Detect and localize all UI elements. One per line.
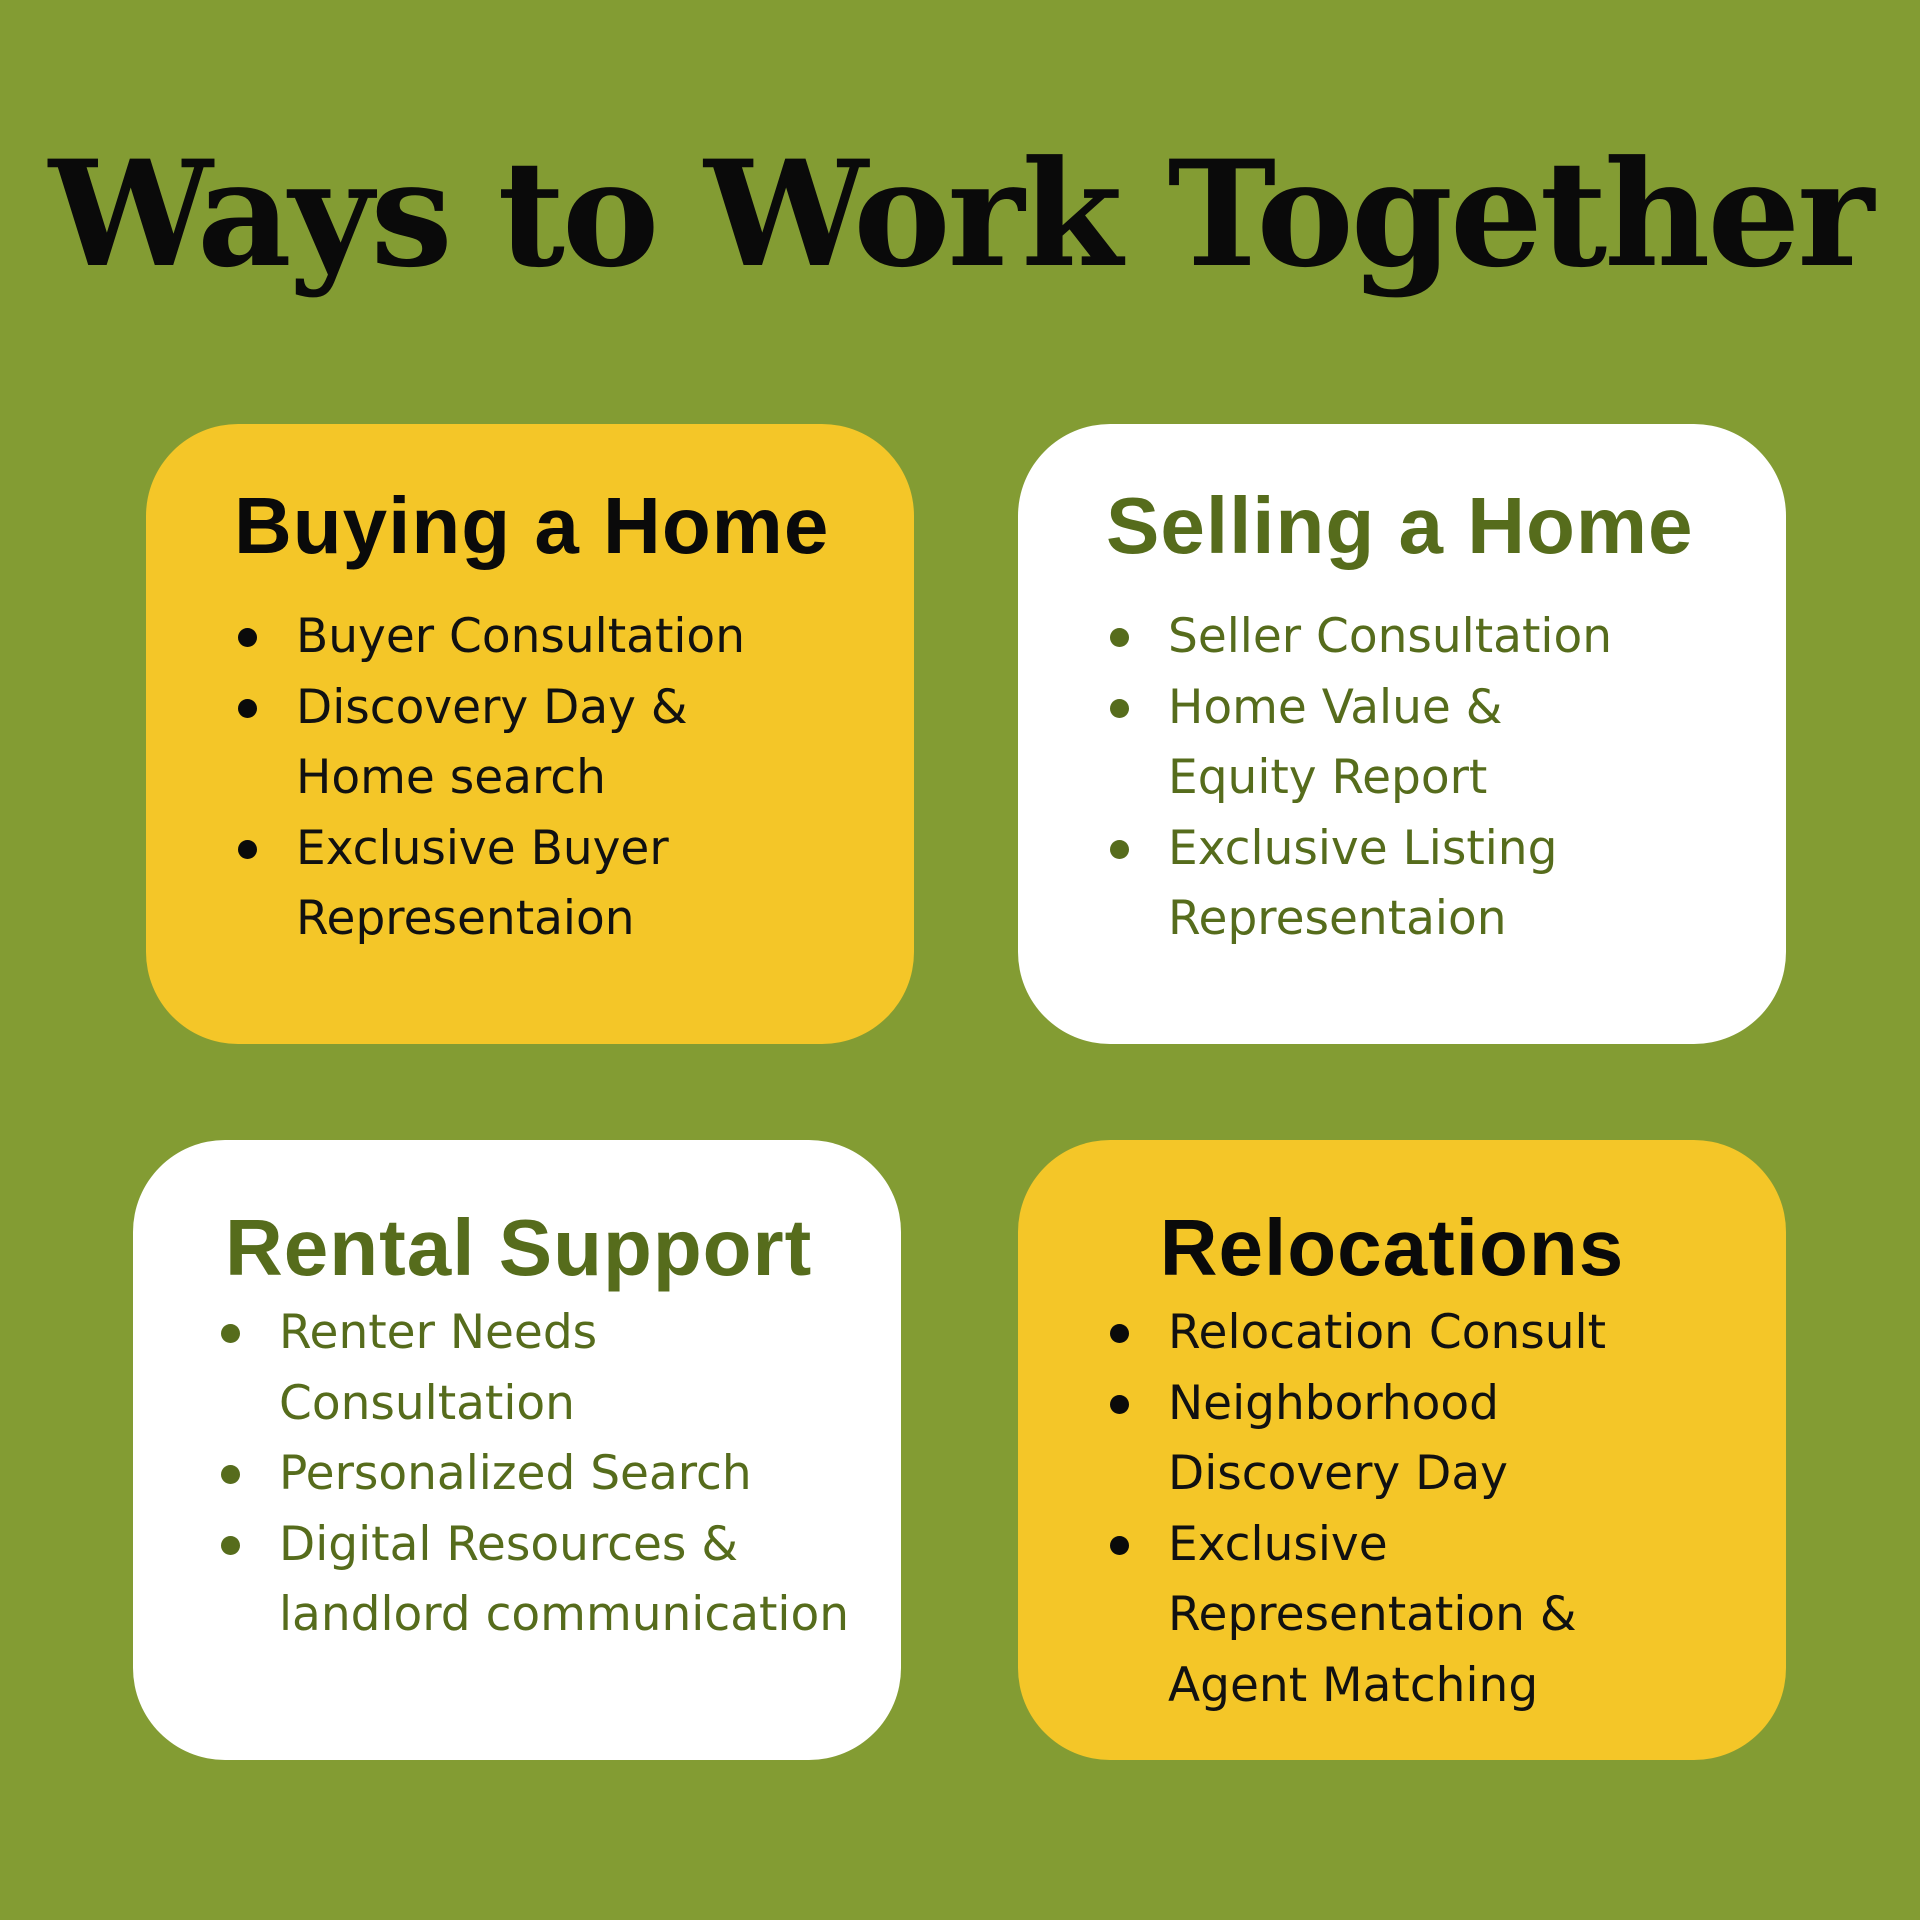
bullet-icon	[1110, 1535, 1129, 1555]
list-item: Renter Needs Consultation	[133, 1298, 901, 1439]
page-title: Ways to Work Together	[48, 129, 1874, 300]
list-item-text: Renter Needs Consultation	[279, 1305, 598, 1431]
list-item: Home Value & Equity Report	[1018, 673, 1786, 814]
bullet-icon	[1110, 698, 1129, 718]
list-item-text: Buyer Consultation	[296, 609, 745, 664]
bullet-icon	[238, 839, 257, 859]
list-item: Discovery Day & Home search	[146, 673, 914, 814]
card-title: Relocations	[1159, 1203, 1625, 1292]
service-list: Buyer Consultation Discovery Day & Home …	[146, 602, 914, 955]
list-item: Seller Consultation	[1018, 602, 1786, 673]
list-item-text: Digital Resources & landlord communicati…	[279, 1516, 850, 1643]
list-item: Exclusive Buyer Representaion	[146, 814, 914, 955]
bullet-icon	[1110, 628, 1129, 647]
buying-a-home-card: Buying a Home Buyer Consultation Discove…	[146, 424, 914, 1044]
rental-support-card: Rental Support Renter Needs Consultation…	[133, 1140, 901, 1760]
service-list: Relocation Consult Neighborhood Discover…	[1018, 1298, 1786, 1721]
selling-a-home-card: Selling a Home Seller Consultation Home …	[1018, 424, 1786, 1044]
card-title: Rental Support	[225, 1203, 813, 1292]
list-item-text: Personalized Search	[279, 1446, 752, 1501]
card-title: Selling a Home	[1106, 481, 1694, 570]
list-item: Relocation Consult	[1018, 1298, 1786, 1369]
list-item-text: Seller Consultation	[1168, 609, 1612, 664]
list-item: Exclusive Listing Representaion	[1018, 814, 1786, 955]
list-item: Digital Resources & landlord communicati…	[133, 1510, 901, 1651]
list-item-text: Neighborhood Discovery Day	[1168, 1375, 1508, 1502]
service-list: Seller Consultation Home Value & Equity …	[1018, 602, 1786, 955]
bullet-icon	[221, 1324, 240, 1343]
service-list: Renter Needs Consultation Personalized S…	[133, 1298, 901, 1651]
list-item-text: Exclusive Listing Representaion	[1168, 820, 1558, 947]
relocations-card: Relocations Relocation Consult Neighborh…	[1018, 1140, 1786, 1760]
bullet-icon	[238, 628, 257, 647]
list-item-text: Relocation Consult	[1168, 1305, 1607, 1360]
bullet-icon	[221, 1465, 240, 1484]
list-item-text: Home Value & Equity Report	[1168, 679, 1503, 806]
list-item: Buyer Consultation	[146, 602, 914, 673]
bullet-icon	[1110, 1324, 1129, 1343]
bullet-icon	[1110, 839, 1129, 859]
list-item: Neighborhood Discovery Day	[1018, 1369, 1786, 1510]
list-item: Exclusive Representation & Agent Matchin…	[1018, 1510, 1786, 1722]
list-item: Personalized Search	[133, 1439, 901, 1510]
bullet-icon	[1110, 1394, 1129, 1414]
bullet-icon	[221, 1535, 240, 1555]
list-item-text: Exclusive Buyer Representaion	[296, 820, 669, 947]
list-item-text: Discovery Day & Home search	[296, 679, 688, 806]
card-title: Buying a Home	[234, 481, 830, 570]
list-item-text: Exclusive Representation & Agent Matchin…	[1168, 1516, 1577, 1713]
bullet-icon	[238, 698, 257, 718]
